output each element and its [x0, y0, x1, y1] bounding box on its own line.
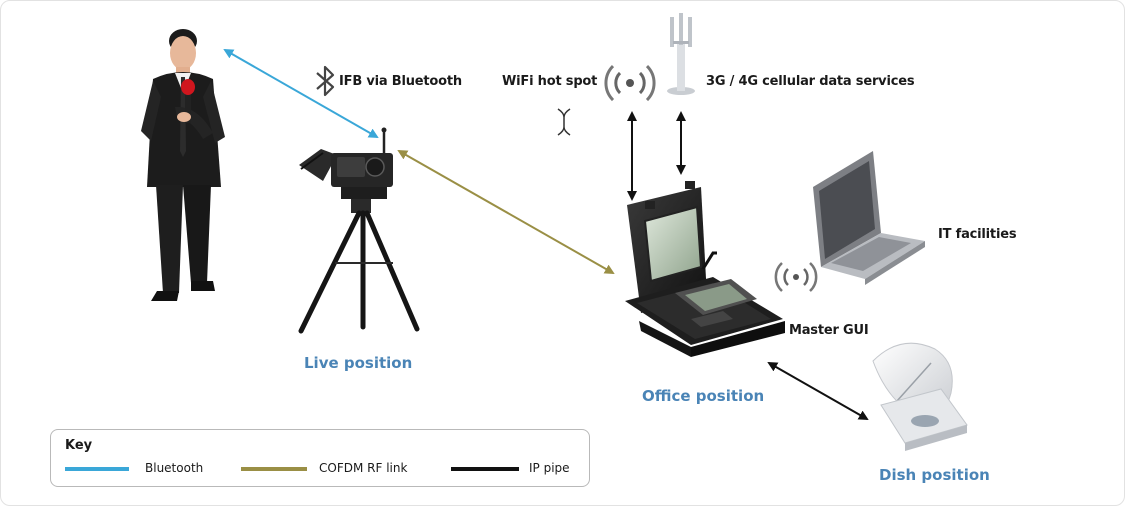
- legend-cofdm-swatch: [241, 467, 307, 471]
- video-camera-icon: [298, 127, 420, 334]
- bluetooth-icon: [316, 65, 335, 97]
- label-it-facilities: IT facilities: [938, 227, 1017, 242]
- wifi-signal-icon: [774, 262, 818, 292]
- label-cellular-services: 3G / 4G cellular data services: [706, 74, 915, 89]
- label-ifb-bluetooth: IFB via Bluetooth: [339, 74, 462, 89]
- legend-bluetooth-swatch: [65, 467, 129, 471]
- cofdm-link-arrow: [397, 150, 615, 274]
- bluetooth-link-arrow: [223, 49, 379, 138]
- satellite-dish-icon: [872, 342, 968, 451]
- label-office-position: Office position: [642, 387, 765, 405]
- reporter-person-icon: [141, 29, 225, 301]
- wifi-signal-icon: [604, 64, 656, 102]
- ip-pipe-dish-arrow: [767, 362, 869, 420]
- transit-case-icon: [625, 181, 785, 357]
- cell-tower-icon: [667, 13, 695, 95]
- laptop-icon: [813, 151, 925, 285]
- label-master-gui: Master GUI: [789, 323, 869, 338]
- legend-title: Key: [65, 438, 93, 453]
- text-cursor-icon: [557, 108, 571, 136]
- legend-bluetooth-label: Bluetooth: [145, 461, 204, 475]
- label-dish-position: Dish position: [879, 466, 990, 484]
- legend-ip-label: IP pipe: [529, 461, 570, 475]
- legend-ip-swatch: [451, 467, 519, 471]
- label-live-position: Live position: [304, 354, 413, 372]
- legend-key: Key Bluetooth COFDM RF link IP pipe: [50, 429, 590, 487]
- label-wifi-hotspot: WiFi hot spot: [502, 74, 598, 89]
- legend-cofdm-label: COFDM RF link: [319, 461, 408, 475]
